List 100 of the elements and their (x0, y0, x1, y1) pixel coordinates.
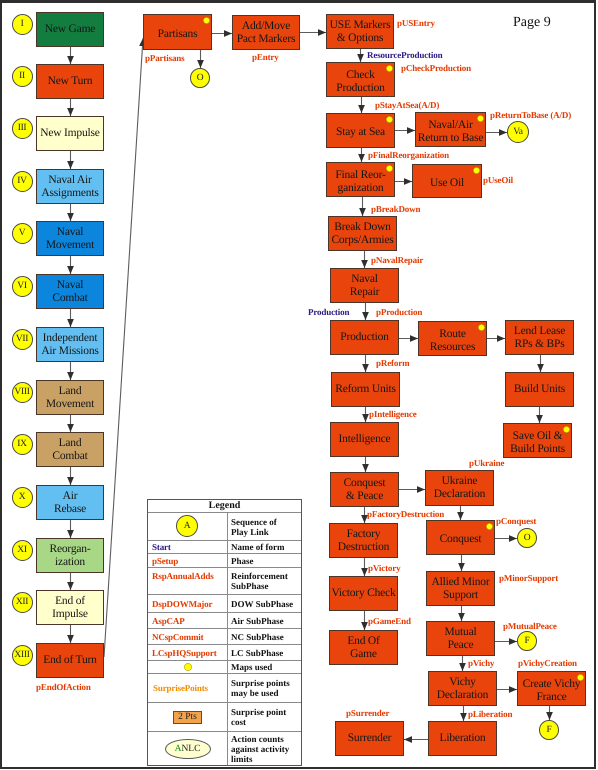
phase-label: pFactoryDestruction (367, 509, 444, 519)
step-title: Victory Check (331, 587, 396, 600)
process-box (36, 274, 104, 309)
form-name-label: Production (308, 307, 350, 317)
step-title: Save Oil & Build Points (509, 430, 566, 456)
step-title: Ukraine Declaration (432, 475, 486, 501)
step-title: Use Oil (430, 176, 464, 190)
step-title: Production (340, 331, 389, 344)
step-title: New Turn (48, 75, 92, 88)
arrow (67, 520, 74, 538)
arrow (361, 507, 368, 523)
link-code: II (19, 71, 25, 81)
link-code: IV (17, 176, 27, 186)
link-circle (12, 644, 32, 666)
link-circle (12, 592, 32, 612)
activity-oval: ANLC (164, 738, 210, 758)
process-box (36, 538, 104, 573)
arrow (458, 555, 465, 571)
arrow (67, 47, 74, 64)
link-code: VII (16, 334, 28, 344)
process-box (326, 162, 395, 197)
link-code: F (546, 725, 552, 735)
phase-name-sample: NCspCommit (152, 632, 204, 642)
step-title: Naval Combat (51, 278, 89, 304)
link-code: O (196, 73, 204, 83)
step-title: Final Reor- ganization (334, 168, 387, 194)
arrow (460, 706, 467, 721)
surprise-points-sample: SurprisePoints (153, 683, 208, 693)
phase-label: pFinalReorganization (368, 150, 450, 160)
phase-label: pMutualPeace (503, 621, 557, 631)
step-title: Build Units (514, 383, 566, 396)
step-title: Vichy Declaration (436, 676, 490, 702)
phase-name-sample: DspDOWMajor (152, 598, 212, 608)
link-circle (12, 66, 32, 86)
legend-description: Action counts against activity limits (231, 734, 290, 764)
page-number: Page 9 (513, 15, 551, 31)
arrow (457, 506, 464, 520)
step-title: Route Resources (428, 328, 476, 354)
link-circle (190, 68, 210, 88)
phase-name-sample: pSetup (152, 556, 178, 566)
phase-label: pReturnToBase (A/D) (490, 110, 572, 120)
process-box (335, 721, 404, 756)
process-box (426, 621, 495, 656)
step-title: Conquest & Peace (342, 476, 386, 502)
step-title: Liberation (440, 732, 486, 745)
arrow (67, 256, 74, 274)
process-box (428, 671, 497, 706)
step-title: Conquest (440, 533, 482, 546)
step-title: New Impulse (40, 127, 100, 140)
arrow (67, 415, 74, 432)
phase-label: pBreakDown (371, 204, 420, 214)
phase-label: pEntry (252, 52, 279, 62)
step-title: Naval/Air Return to Base (416, 118, 484, 144)
phase-name-sample: LCspHQSupport (152, 648, 217, 658)
arrow (67, 151, 74, 169)
legend-description: LC SubPhase (231, 648, 284, 658)
phase-label: pPartisans (145, 53, 185, 63)
arrow (459, 656, 466, 671)
step-title: New Game (44, 23, 96, 36)
link-circle (12, 276, 32, 296)
arrow (359, 197, 366, 216)
form-name-label: ResourceProduction (367, 50, 442, 60)
phase-label: pStayAtSea(A/D) (375, 100, 440, 110)
process-box (36, 485, 104, 520)
arrow (361, 558, 368, 576)
phase-label: pCheckProduction (401, 63, 471, 73)
link-code: III (18, 123, 26, 133)
step-title: Naval Air Assignments (40, 174, 100, 200)
step-title: USE Markers & Options (328, 18, 392, 44)
arrow (495, 638, 517, 645)
link-circle (517, 528, 537, 548)
phase-label: pLiberation (468, 709, 512, 719)
step-title: Check Production (335, 68, 386, 94)
arrow (67, 467, 74, 485)
link-circle (176, 515, 198, 537)
arrow (404, 736, 428, 743)
cost-tag: 2 Pts (173, 710, 202, 724)
link-circle (12, 14, 32, 34)
step-title: Break Down Corps/Armies (330, 220, 395, 246)
step-title: Air Rebase (52, 490, 87, 516)
step-title: End Of Game (346, 634, 381, 660)
phase-label: pReform (376, 358, 410, 368)
legend-description: Air SubPhase (231, 616, 284, 626)
arrow (67, 204, 74, 221)
process-box (36, 432, 104, 467)
process-box (418, 321, 487, 356)
link-code: XIII (14, 650, 30, 660)
step-title: Factory Destruction (336, 528, 390, 554)
step-title: End of Turn (43, 654, 97, 667)
legend-description: Surprise point cost (231, 707, 288, 727)
phase-label: pMinorSupport (499, 573, 558, 583)
process-box (503, 423, 572, 458)
arrow (67, 573, 74, 590)
arrow (67, 99, 74, 116)
step-title: Mutual Peace (443, 626, 478, 652)
process-box (36, 12, 104, 47)
legend-description: Name of form (231, 542, 284, 552)
arrow (357, 49, 364, 62)
process-box (326, 113, 395, 148)
arrow (197, 50, 204, 68)
